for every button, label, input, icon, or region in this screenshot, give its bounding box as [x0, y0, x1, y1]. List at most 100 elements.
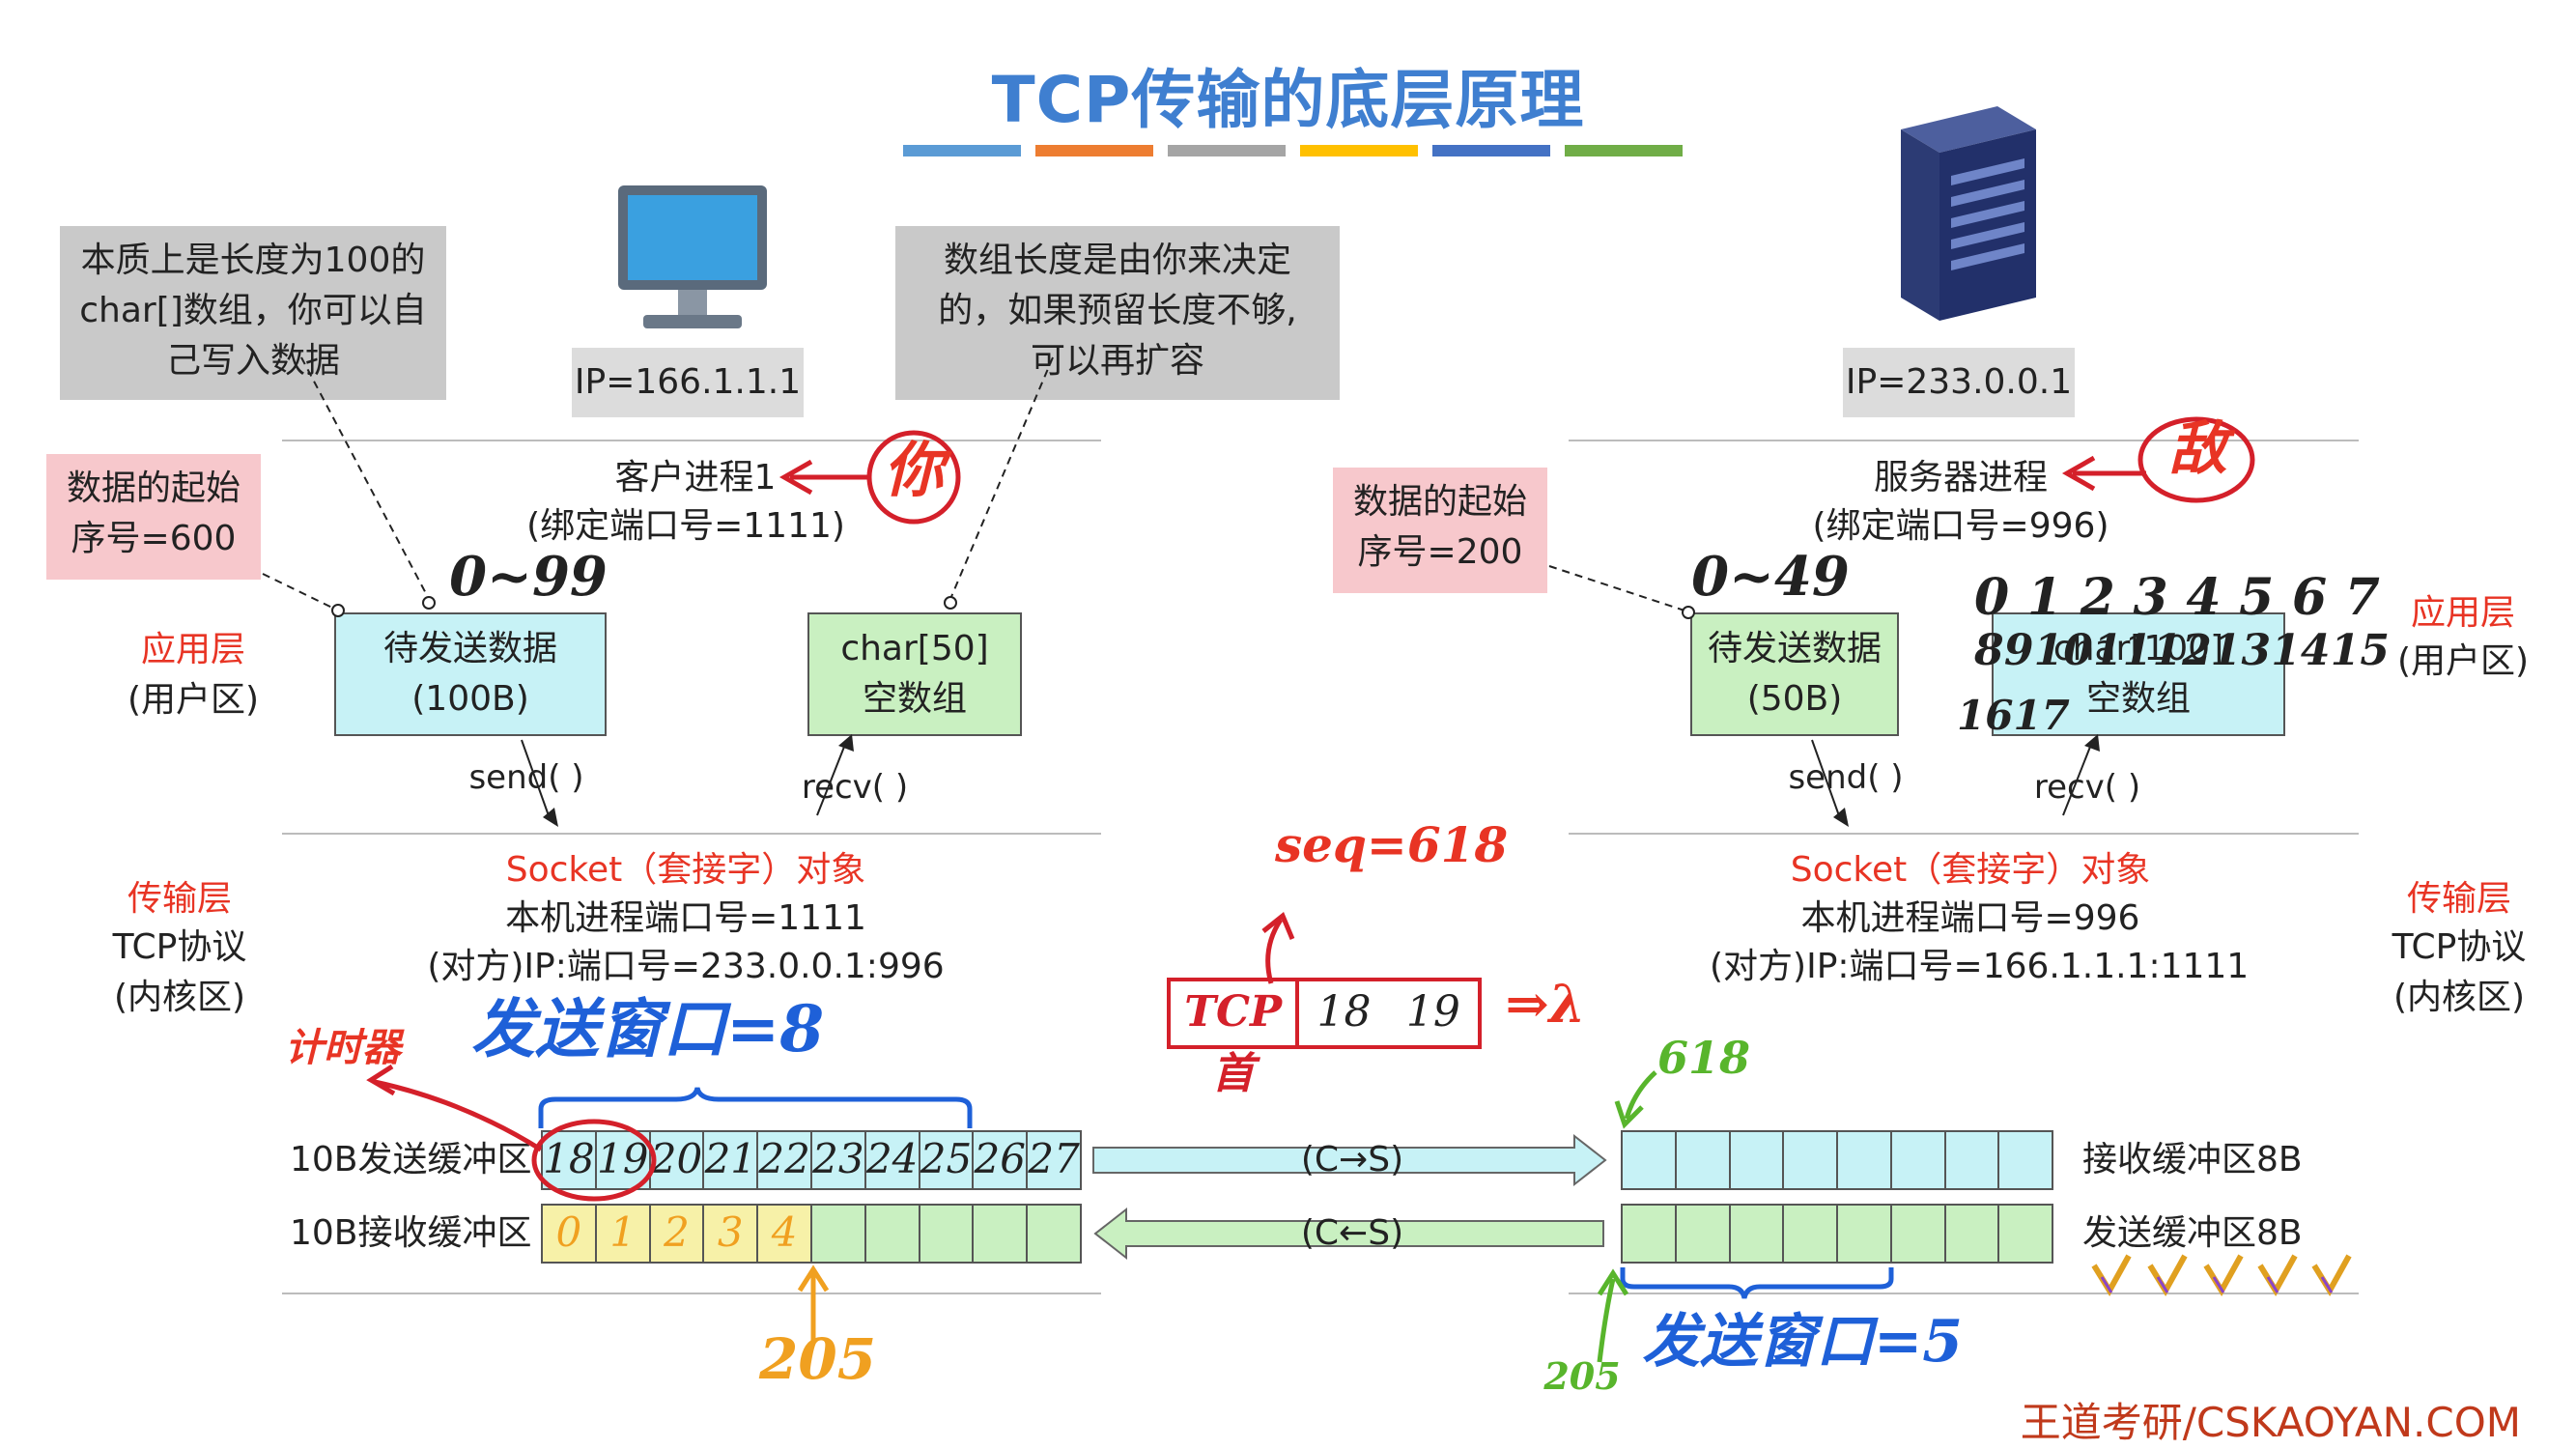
server-start-seq: 数据的起始 序号=200 — [1333, 468, 1547, 593]
server-kernel-area: (内核区) — [2392, 978, 2526, 1017]
buffer-cell — [1838, 1206, 1892, 1262]
buffer-cell — [1784, 1132, 1838, 1188]
buffer-cell — [974, 1206, 1029, 1262]
packet-cell: 19 — [1405, 987, 1460, 1037]
server-send-data: 待发送数据 (50B) — [1690, 612, 1899, 736]
timer-label: 计时器 — [285, 1025, 401, 1070]
buffer-cell — [1892, 1206, 1946, 1262]
buffer-cell: 24 — [866, 1132, 920, 1188]
packet-arrow: ⇒λ — [1505, 973, 1586, 1035]
server-range-label: 0~49 — [1691, 545, 1850, 609]
array-number: 9 — [2003, 626, 2034, 675]
buffer-cell: 0 — [543, 1206, 597, 1262]
client-start-seq: 数据的起始 序号=600 — [46, 454, 261, 580]
array-number: 7 — [2344, 568, 2380, 627]
array-number: 0 — [1974, 568, 2010, 627]
c-to-s-label: (C→S) — [1300, 1140, 1404, 1179]
client-divider-mid — [282, 833, 1101, 835]
buffer-cell: 18 — [543, 1132, 597, 1188]
buffer-cell — [1784, 1206, 1838, 1262]
buffer-cell: 27 — [1028, 1135, 1080, 1182]
array-number: 17 — [2013, 692, 2070, 739]
buffer-cell: 25 — [920, 1132, 975, 1188]
note-array-length: 数组长度是由你来决定 的，如果预留长度不够, 可以再扩容 — [895, 226, 1340, 400]
send-data-line: 待发送数据 — [1707, 629, 1882, 668]
server-send-call: send( ) — [1788, 758, 1904, 797]
seq-line: 数据的起始 — [66, 469, 241, 508]
note-line: char[]数组，你可以自 — [79, 291, 427, 330]
buffer-cell — [1623, 1206, 1677, 1262]
seq-annotation: seq=618 — [1275, 816, 1509, 873]
title-bar-4 — [1300, 145, 1418, 156]
array-number: 1 — [2026, 568, 2063, 627]
note-line: 己写入数据 — [165, 341, 340, 381]
send-data-line: (100B) — [411, 679, 529, 719]
packet-cell: 18 — [1316, 987, 1372, 1037]
client-local-port: 本机进程端口号=1111 — [505, 898, 866, 938]
buffer-cell: 23 — [812, 1132, 866, 1188]
array-number: 5 — [2239, 568, 2275, 627]
array-number: 6 — [2291, 568, 2328, 627]
tcp-header-cell: TCP首 — [1171, 981, 1300, 1098]
note-line: 数组长度是由你来决定 — [943, 241, 1291, 280]
recv-array-line: char[50] — [840, 629, 989, 668]
buffer-cell — [1892, 1132, 1946, 1188]
note-line: 本质上是长度为100的 — [80, 241, 426, 280]
client-socket-title: Socket（套接字）对象 — [505, 850, 866, 890]
client-recv-call: recv( ) — [801, 768, 909, 807]
server-recv-call: recv( ) — [2033, 768, 2141, 807]
note-line: 的，如果预留长度不够, — [938, 291, 1297, 330]
server-process: 服务器进程 — [1873, 458, 2048, 497]
note-char-array: 本质上是长度为100的 char[]数组，你可以自 己写入数据 — [60, 226, 446, 400]
title-bar-6 — [1565, 145, 1683, 156]
array-number: 2 — [2080, 568, 2115, 627]
server-recv-buffer-label: 接收缓冲区8B — [2082, 1140, 2303, 1179]
server-recv-buffer — [1621, 1130, 2053, 1190]
buffer-cell: 3 — [704, 1206, 759, 1262]
client-kernel-area: (内核区) — [113, 978, 246, 1017]
buffer-cell — [1946, 1206, 2000, 1262]
server-ip: IP=233.0.0.1 — [1843, 348, 2075, 417]
server-hand-annotation: 敌 — [2169, 415, 2227, 483]
title-bar-1 — [903, 145, 1021, 156]
server-local-port: 本机进程端口号=996 — [1800, 898, 2140, 938]
server-send-marker: 205 — [1543, 1354, 1621, 1398]
client-recv-buffer: 0 1 2 3 4 — [541, 1204, 1082, 1264]
buffer-cell — [1731, 1206, 1785, 1262]
array-number: 10 — [2033, 626, 2093, 675]
buffer-cell — [1999, 1132, 2052, 1188]
server-array-numbers-row3: 16 17 — [1957, 692, 2070, 746]
server-array-numbers-row2: 8 9 10 11 12 13 14 15 — [1974, 626, 2390, 680]
client-tcp-protocol: TCP协议 — [112, 927, 247, 967]
server-port-bind: (绑定端口号=996) — [1812, 506, 2109, 546]
server-tcp-protocol: TCP协议 — [2392, 927, 2527, 967]
you-annotation: 你 — [883, 435, 944, 505]
client-user-area: (用户区) — [127, 680, 260, 720]
title-bar-3 — [1168, 145, 1286, 156]
server-array-numbers-row1: 0 1 2 3 4 5 6 7 — [1974, 568, 2380, 627]
footer-brand: 王道考研/CSKAOYAN.COM — [2020, 1399, 2521, 1446]
client-app-layer: 应用层 — [140, 630, 245, 669]
array-number: 8 — [1974, 626, 2004, 675]
send-data-line: 待发送数据 — [382, 629, 557, 668]
array-number: 16 — [1957, 692, 2014, 739]
server-recv-marker: 618 — [1657, 1032, 1751, 1084]
client-send-buffer: 18 19 20 21 22 23 24 25 26 27 — [541, 1130, 1082, 1190]
client-range-label: 0~99 — [449, 545, 608, 609]
array-number: 4 — [2186, 568, 2222, 627]
client-port-bind: (绑定端口号=1111) — [526, 506, 845, 546]
server-send-buffer-label: 发送缓冲区8B — [2082, 1213, 2303, 1253]
client-send-window: 发送窗口=8 — [471, 991, 825, 1066]
buffer-cell — [920, 1206, 975, 1262]
buffer-cell — [1677, 1206, 1731, 1262]
server-user-area: (用户区) — [2396, 641, 2530, 681]
page-title: TCP传输的底层原理 — [991, 63, 1585, 137]
seq-line: 数据的起始 — [1352, 482, 1527, 522]
seq-line: 序号=200 — [1357, 532, 1523, 572]
seq-line: 序号=600 — [71, 519, 237, 558]
array-number: 14 — [2271, 626, 2331, 675]
buffer-cell: 21 — [704, 1132, 759, 1188]
title-bar-5 — [1432, 145, 1550, 156]
recv-array-line: 空数组 — [2085, 679, 2191, 719]
buffer-cell — [1677, 1132, 1731, 1188]
